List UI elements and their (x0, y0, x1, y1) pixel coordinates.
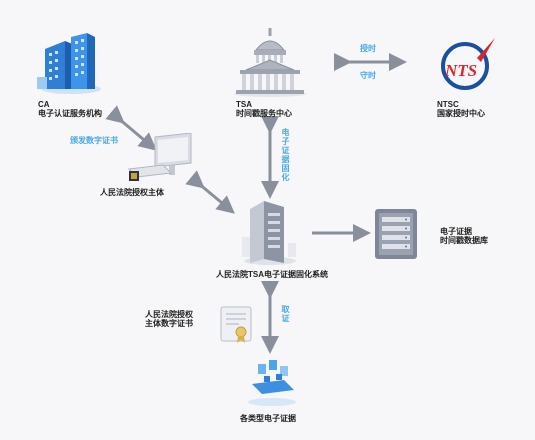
tsa-label-line2: 时间戳服务中心 (236, 109, 292, 118)
system-label: 人民法院TSA电子证据固化系统 (216, 270, 328, 279)
ntsc-logo-icon: NTS (441, 38, 495, 90)
edge-label-collect: 取证 (281, 305, 290, 323)
edge-label-solidify: 电子证据固化 (281, 128, 290, 182)
database-server-icon (375, 209, 417, 259)
edge-label-keep-time: 守时 (360, 71, 376, 80)
arrow-court-system (185, 170, 235, 214)
database-label-line1: 电子证据 (440, 227, 472, 236)
certificate-label-line1: 人民法院授权 (145, 310, 193, 319)
system-server-icon (242, 201, 296, 265)
ntsc-label-line2: 国家授时中心 (437, 109, 485, 118)
edge-label-issue-cert: 颁发数字证书 (70, 136, 118, 145)
court-computer-icon (127, 133, 192, 181)
evidence-icon (248, 360, 296, 406)
arrow-ca-court (105, 105, 157, 151)
tsa-label-line1: TSA (236, 100, 252, 109)
ca-label-line2: 电子认证服务机构 (38, 109, 102, 118)
edge-label-timing: 授时 (360, 44, 376, 53)
database-label-line2: 时间戳数据库 (440, 236, 488, 245)
certificate-label-line2: 主体数字证书 (145, 319, 193, 328)
ntsc-logo-text: NTS (444, 61, 477, 80)
ca-label-line1: CA (38, 100, 50, 109)
evidence-label: 各类型电子证据 (240, 414, 296, 423)
court-subject-label: 人民法院授权主体 (100, 188, 164, 197)
ntsc-label-line1: NTSC (437, 100, 459, 109)
certificate-icon (220, 306, 252, 343)
ca-building-icon (37, 33, 101, 94)
tsa-capitol-icon (234, 28, 306, 97)
